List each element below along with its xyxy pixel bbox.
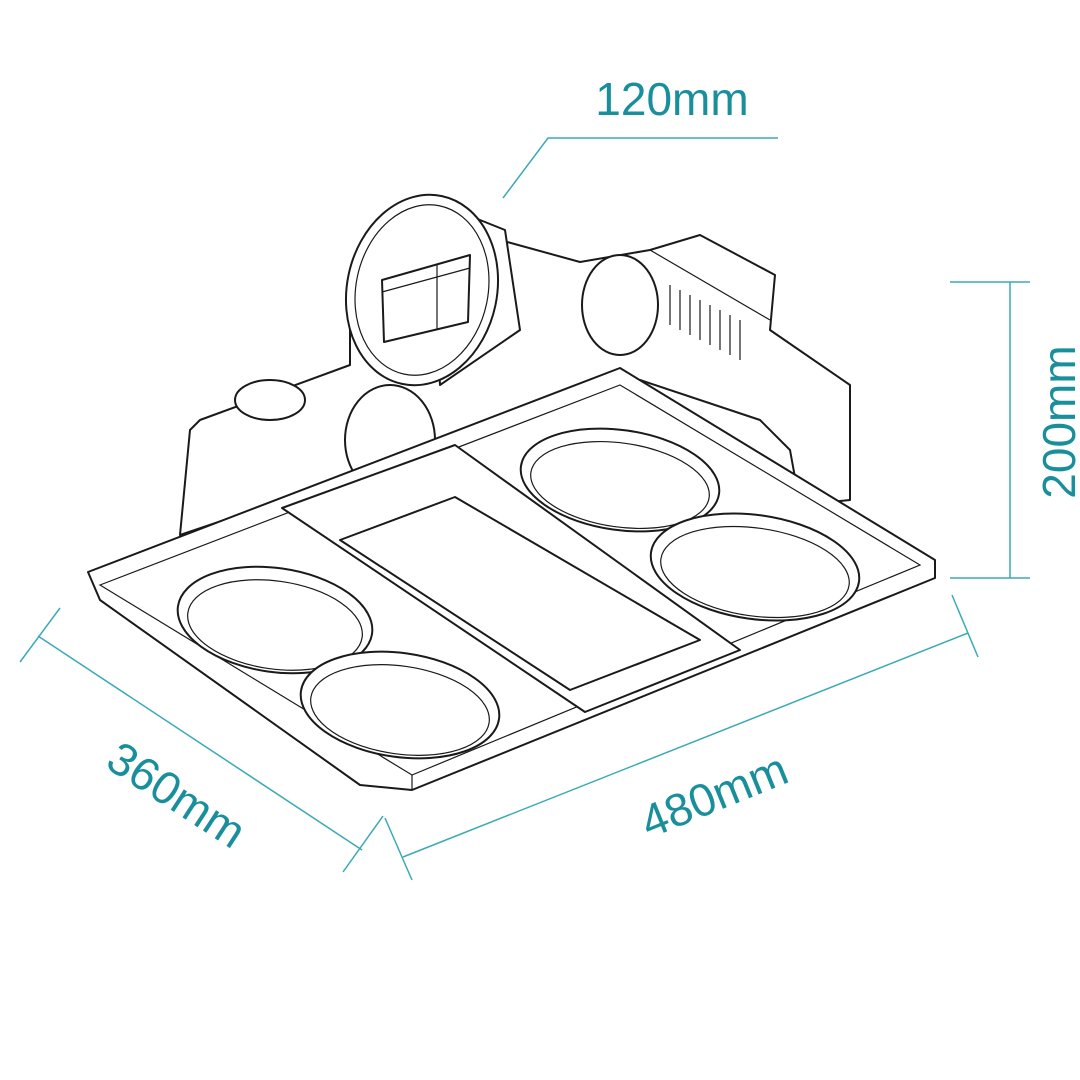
left-cylinder — [234, 379, 306, 421]
dimension-height: 200mm — [950, 281, 1080, 579]
dimension-duct: 120mm — [502, 73, 778, 199]
center-diffuser — [339, 496, 701, 691]
motor-cylinder — [581, 254, 659, 356]
dimension-depth-label: 360mm — [98, 731, 255, 858]
heat-lamps — [176, 427, 861, 760]
housing-side-vents — [649, 249, 771, 360]
dimension-height-label: 200mm — [1033, 345, 1080, 498]
dimension-duct-label: 120mm — [595, 73, 748, 125]
backdraft-damper — [381, 254, 471, 343]
exhaust-fan-heater-drawing — [87, 193, 936, 791]
dimension-width-label: 480mm — [633, 742, 795, 848]
heat-lamp-3 — [519, 427, 721, 533]
duct-inner-ring — [354, 204, 490, 376]
